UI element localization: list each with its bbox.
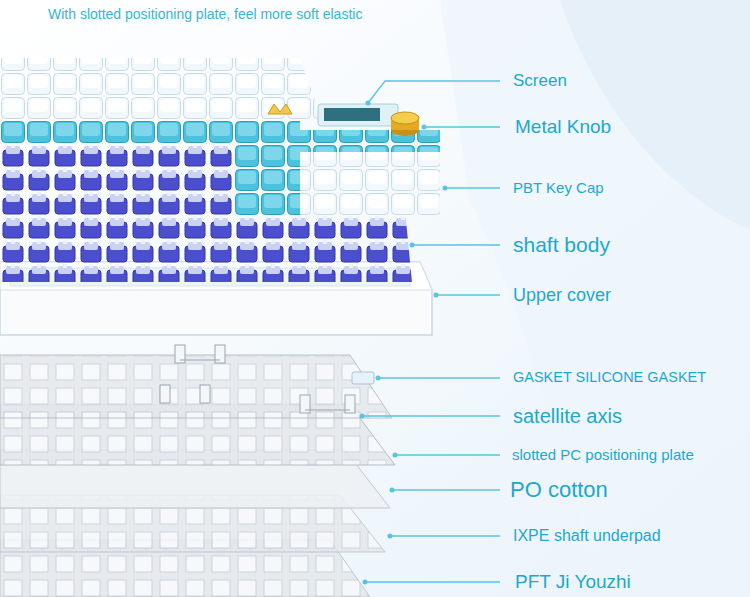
part-label: IXPE shaft underpad bbox=[513, 527, 661, 545]
part-label: PBT Key Cap bbox=[513, 179, 604, 196]
part-label: Metal Knob bbox=[515, 116, 611, 138]
part-label: slotted PC positioning plate bbox=[512, 446, 694, 463]
part-label: satellite axis bbox=[513, 405, 622, 428]
part-label: GASKET SILICONE GASKET bbox=[513, 369, 706, 386]
part-label: PO cotton bbox=[510, 477, 608, 502]
part-label: Upper cover bbox=[513, 285, 611, 306]
part-label: shaft body bbox=[513, 233, 610, 257]
part-label: PFT Ji Youzhi bbox=[515, 571, 631, 593]
heading: With slotted positioning plate, feel mor… bbox=[48, 6, 362, 22]
part-label: Screen bbox=[513, 71, 567, 91]
